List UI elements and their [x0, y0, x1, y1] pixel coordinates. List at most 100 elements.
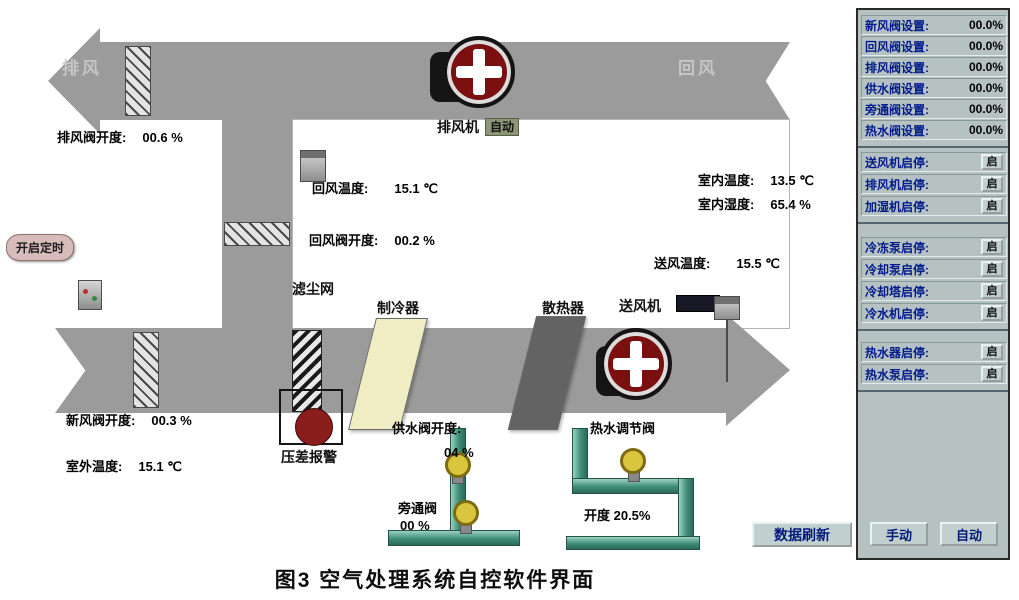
switch-label: 热水泵启停:	[865, 367, 929, 382]
timer-start-button[interactable]: 开启定时	[6, 234, 75, 261]
switch-row-supply-fan: 送风机启停: 启	[861, 152, 1007, 172]
fan-blade-horizontal	[456, 66, 502, 78]
setting-value[interactable]: 00.0%	[968, 60, 1003, 74]
cooling-pump-start-button[interactable]: 启	[981, 261, 1003, 277]
switch-label: 冷冻泵启停:	[865, 240, 929, 255]
bypass-valve-icon	[453, 500, 479, 526]
switch-row-humidifier: 加湿机启停: 启	[861, 196, 1007, 216]
hot-water-pump-start-button[interactable]: 启	[981, 366, 1003, 382]
room-interior	[292, 119, 790, 329]
return-temp-sensor-icon	[300, 150, 326, 182]
switch-label: 冷却塔启停:	[865, 284, 929, 299]
switch-row-exhaust-fan: 排风机启停: 启	[861, 174, 1007, 194]
reading-label: 排风阀开度:	[57, 130, 127, 145]
data-refresh-button[interactable]: 数据刷新	[752, 522, 852, 547]
indoor-temp-reading: 室内温度: 13.5 ℃	[698, 170, 814, 189]
return-temp-reading: 回风温度:15.1 ℃	[312, 178, 438, 197]
setting-value[interactable]: 00.0%	[968, 81, 1003, 95]
supply-fan-icon	[600, 328, 672, 400]
setting-value[interactable]: 00.0%	[968, 18, 1003, 32]
water-heater-start-button[interactable]: 启	[981, 344, 1003, 360]
bypass-valve-value: 00 %	[400, 518, 430, 533]
supply-fan-start-button[interactable]: 启	[981, 154, 1003, 170]
exhaust-fan-start-button[interactable]: 启	[981, 176, 1003, 192]
bypass-valve-label: 旁通阀	[398, 501, 438, 516]
setting-label: 新风阀设置:	[865, 18, 929, 33]
chiller-start-button[interactable]: 启	[981, 305, 1003, 321]
setting-value[interactable]: 00.0%	[968, 39, 1003, 53]
cooling-tower-start-button[interactable]: 启	[981, 283, 1003, 299]
switch-label: 冷水机启停:	[865, 306, 929, 321]
exhaust-fan-mode-badge[interactable]: 自动	[485, 118, 520, 136]
cooler-label: 制冷器	[377, 300, 419, 316]
sensor-cap	[301, 151, 325, 158]
reading-label: 送风温度:	[654, 256, 711, 271]
supply-duct-arrowhead	[726, 314, 790, 426]
panel-divider	[858, 146, 1008, 148]
supply-temp-sensor-icon	[714, 296, 740, 320]
switch-row-chilled-pump: 冷冻泵启停: 启	[861, 237, 1007, 257]
fresh-air-damper-icon	[133, 332, 159, 408]
humidifier-start-button[interactable]: 启	[981, 198, 1003, 214]
setting-label: 供水阀设置:	[865, 81, 929, 96]
setting-value[interactable]: 00.0%	[968, 102, 1003, 116]
heater-label: 散热器	[542, 300, 584, 316]
exhaust-valve-reading: 排风阀开度: 00.6 %	[57, 127, 183, 146]
control-panel: 新风阀设置: 00.0% 回风阀设置: 00.0% 排风阀设置: 00.0% 供…	[856, 8, 1010, 560]
setting-row-supply-water-valve: 供水阀设置: 00.0%	[861, 78, 1007, 98]
reading-label: 室内湿度:	[698, 197, 755, 212]
supply-fan-label: 送风机	[619, 298, 661, 314]
hot-water-valve-value: 开度 20.5%	[584, 508, 651, 523]
exhaust-damper-icon	[125, 46, 151, 116]
sensor-led-red	[83, 289, 88, 294]
supply-sensor-probe	[726, 320, 728, 382]
fresh-valve-reading: 新风阀开度:00.3 %	[66, 410, 192, 429]
reading-value: 00.3 %	[151, 413, 192, 428]
reading-value: 00.6 %	[142, 130, 183, 145]
chilled-pump-start-button[interactable]: 启	[981, 239, 1003, 255]
hot-water-valve-label: 热水调节阀	[590, 421, 656, 436]
setting-row-hot-water-valve: 热水阀设置: 00.0%	[861, 120, 1007, 140]
setting-label: 热水阀设置:	[865, 123, 929, 138]
reading-value: 15.5 ℃	[736, 256, 780, 271]
reading-value: 65.4 %	[770, 197, 811, 212]
exhaust-fan-icon	[443, 36, 515, 108]
setting-row-return-valve: 回风阀设置: 00.0%	[861, 36, 1007, 56]
setting-value[interactable]: 00.0%	[968, 123, 1003, 137]
supply-temp-reading: 送风温度: 15.5 ℃	[654, 253, 780, 272]
exhaust-duct-arrowhead	[48, 28, 100, 134]
dust-filter-icon	[292, 330, 322, 412]
switch-row-cooling-tower: 冷却塔启停: 启	[861, 281, 1007, 301]
setting-row-exhaust-valve: 排风阀设置: 00.0%	[861, 57, 1007, 77]
switch-row-hot-water-pump: 热水泵启停: 启	[861, 364, 1007, 384]
reading-value: 13.5 ℃	[770, 173, 814, 188]
pressure-alarm-indicator	[295, 408, 333, 446]
reading-label: 室内温度:	[698, 173, 755, 188]
switch-label: 送风机启停:	[865, 155, 929, 170]
auto-mode-button[interactable]: 自动	[940, 522, 998, 546]
manual-mode-button[interactable]: 手动	[870, 522, 928, 546]
exhaust-air-label: 排风	[62, 59, 102, 78]
reading-value: 00.2 %	[394, 233, 435, 248]
setting-row-bypass-valve: 旁通阀设置: 00.0%	[861, 99, 1007, 119]
exhaust-fan-label: 排风机自动	[437, 117, 520, 137]
reading-value: 15.1 ℃	[138, 459, 182, 474]
return-valve-reading: 回风阀开度:00.2 %	[309, 230, 435, 249]
hot-water-valve-icon	[620, 448, 646, 474]
outdoor-temp-reading: 室外温度:15.1 ℃	[66, 456, 182, 475]
sensor-led-green	[92, 296, 97, 301]
reading-value: 15.1 ℃	[394, 181, 438, 196]
fan-blade-horizontal	[613, 358, 659, 370]
hot-water-return-pipe	[566, 536, 700, 550]
switch-label: 排风机启停:	[865, 177, 929, 192]
setting-label: 旁通阀设置:	[865, 102, 929, 117]
figure-caption: 图3 空气处理系统自控软件界面	[274, 569, 596, 592]
switch-label: 热水器启停:	[865, 345, 929, 360]
panel-divider	[858, 329, 1008, 331]
switch-label: 加湿机启停:	[865, 199, 929, 214]
setting-label: 排风阀设置:	[865, 60, 929, 75]
setting-row-fresh-valve: 新风阀设置: 00.0%	[861, 15, 1007, 35]
switch-row-cooling-pump: 冷却泵启停: 启	[861, 259, 1007, 279]
sensor-cap	[715, 297, 739, 304]
